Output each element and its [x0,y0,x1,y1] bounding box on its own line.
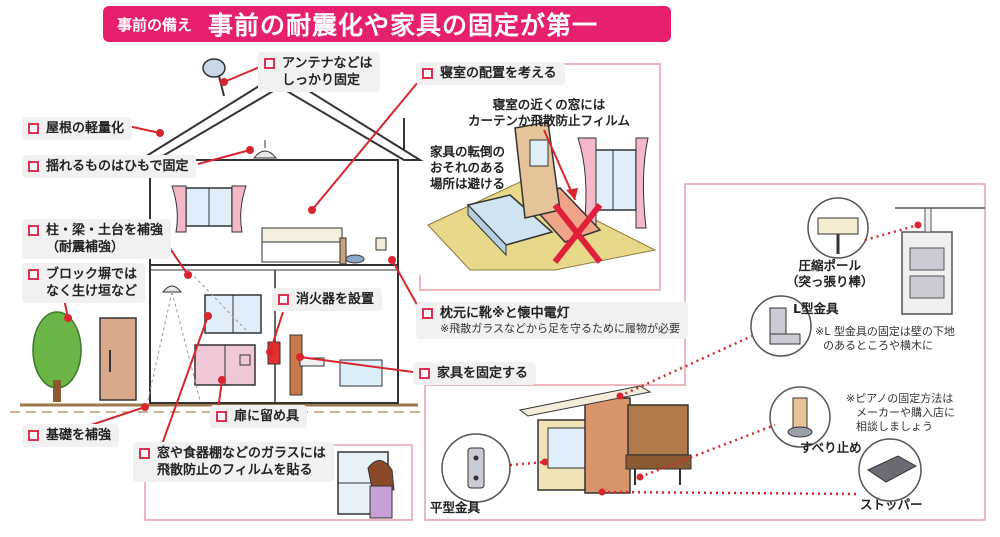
bedroom-avoid-note: 家具の転倒の おそれのある 場所は避ける [430,144,506,191]
label-foundation: 基礎を補強 [22,424,120,447]
slip-stop-label: すべり止め [800,440,862,455]
label-pillars: 柱・梁・土台を補強 （耐震補強） [22,219,172,259]
label-block-wall: ブロック塀では なく生け垣など [22,263,146,303]
l-bracket-note: ※L 型金具の固定は壁の下地 のあるところや横木に [815,325,955,352]
label-roof: 屋根の軽量化 [22,117,133,140]
label-bedroom-layout: 寝室の配置を考える [416,62,565,85]
fixtures-illustration [441,197,985,503]
bedroom-illustration [427,121,657,271]
label-glass-film: 窓や食器棚などのガラスには 飛散防止のフィルムを貼る [133,442,334,482]
label-fix-furniture: 家具を固定する [413,362,537,385]
woman-window-illustration [337,451,395,519]
label-antenna: アンテナなどは しっかり固定 [258,52,381,92]
pole-label: 圧縮ポール （突っ張り棒） [786,258,874,289]
shoes-note: ※飛散ガラスなどから足を守るために履物が必要 [440,322,680,335]
label-extinguisher: 消火器を設置 [272,288,383,311]
label-hanging: 揺れるものはひもで固定 [22,155,197,178]
house-leader-lines [62,65,424,451]
piano-note: ※ピアノの固定方法は メーカーや購入店に 相談しましょう [846,392,955,433]
header-title: 事前の耐震化や家具の固定が第一 [208,11,599,40]
header-tag: 事前の備え [117,15,193,34]
l-bracket-label: L型金具 [793,301,839,316]
label-shoes-light: 枕元に靴※と懐中電灯 ※飛散ガラスなどから足を守るために履物が必要 [416,302,688,339]
label-door-latch: 扉に留め具 [210,405,308,428]
flat-bracket-label: 平型金具 [430,500,481,515]
header-banner: 事前の備え 事前の耐震化や家具の固定が第一 [103,6,671,42]
bedroom-window-note: 寝室の近くの窓には カーテンか飛散防止フィルム [468,97,631,128]
fixture-connectors [509,223,919,496]
leader-dots [64,78,396,411]
stopper-label: ストッパー [860,497,923,512]
